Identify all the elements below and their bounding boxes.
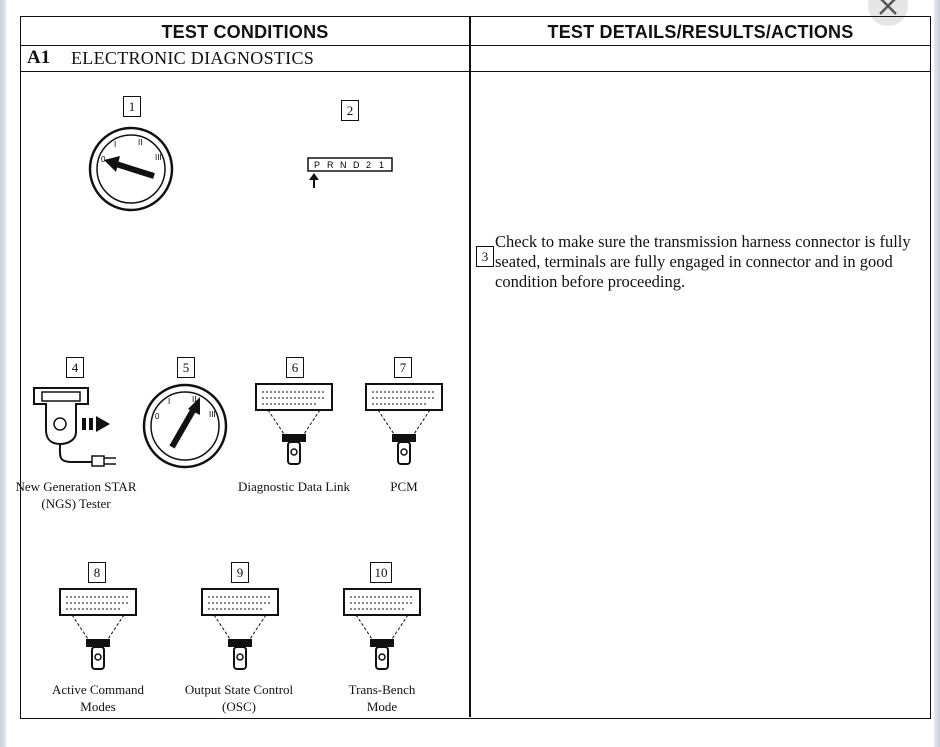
step-number-9: 9 — [231, 562, 249, 583]
step-number-8: 8 — [88, 562, 106, 583]
gear-n: N — [340, 160, 347, 170]
key-mark-3: III — [155, 153, 162, 162]
step-number-1: 1 — [123, 96, 141, 117]
step-3-instructions: Check to make sure the transmission harn… — [495, 232, 911, 291]
key-mark-3: III — [209, 410, 216, 419]
step-number-7: 7 — [394, 357, 412, 378]
close-button[interactable] — [868, 0, 908, 26]
section-title: ELECTRONIC DIAGNOSTICS — [71, 48, 315, 68]
caption-active-command: Active Command Modes — [51, 682, 145, 714]
section-code: A1 — [27, 47, 51, 68]
step-number-3: 3 — [476, 246, 494, 267]
pcm-icon — [365, 383, 443, 465]
diagnostic-sheet: TEST CONDITIONS TEST DETAILS/RESULTS/ACT… — [20, 16, 931, 719]
window-edge-left — [0, 0, 6, 747]
caption-trans-bench: Trans-Bench Mode — [348, 682, 416, 714]
gear-2: 2 — [366, 160, 371, 170]
gear-r: R — [327, 160, 334, 170]
active-command-icon — [59, 588, 137, 670]
caption-diagnostic-link: Diagnostic Data Link — [238, 479, 350, 494]
diagnostic-link-icon — [255, 383, 333, 465]
key-mark-0: 0 — [101, 155, 106, 164]
step-number-10: 10 — [370, 562, 392, 583]
column-divider — [469, 17, 471, 717]
key-mark-1: I — [114, 140, 116, 149]
window-edge-right — [934, 0, 940, 747]
caption-pcm: PCM — [390, 479, 418, 494]
step-number-4: 4 — [66, 357, 84, 378]
section-row: A1 ELECTRONIC DIAGNOSTICS — [21, 45, 930, 72]
header-test-details: TEST DETAILS/RESULTS/ACTIONS — [547, 22, 854, 42]
header-test-conditions: TEST CONDITIONS — [161, 22, 329, 42]
key-mark-2: II — [138, 138, 142, 147]
ignition-off-icon: 0 I II III — [88, 126, 174, 212]
gear-1: 1 — [379, 160, 384, 170]
caption-output-state: Output State Control (OSC) — [184, 682, 294, 714]
step-number-6: 6 — [286, 357, 304, 378]
step-number-2: 2 — [341, 100, 359, 121]
trans-bench-icon — [343, 588, 421, 670]
step-number-5: 5 — [177, 357, 195, 378]
gear-selector-icon: P R N D 2 1 — [307, 157, 393, 188]
caption-ngs-tester: New Generation STAR (NGS) Tester — [15, 479, 137, 511]
close-icon — [879, 0, 897, 15]
key-mark-0: 0 — [155, 412, 160, 421]
key-mark-2: II — [192, 395, 196, 404]
ngs-tester-icon — [33, 387, 116, 467]
ignition-run-icon: 0 I II III — [142, 383, 228, 469]
gear-p: P — [314, 160, 320, 170]
output-state-icon — [201, 588, 279, 670]
key-mark-1: I — [168, 397, 170, 406]
gear-d: D — [353, 160, 360, 170]
table-header: TEST CONDITIONS TEST DETAILS/RESULTS/ACT… — [21, 17, 930, 46]
